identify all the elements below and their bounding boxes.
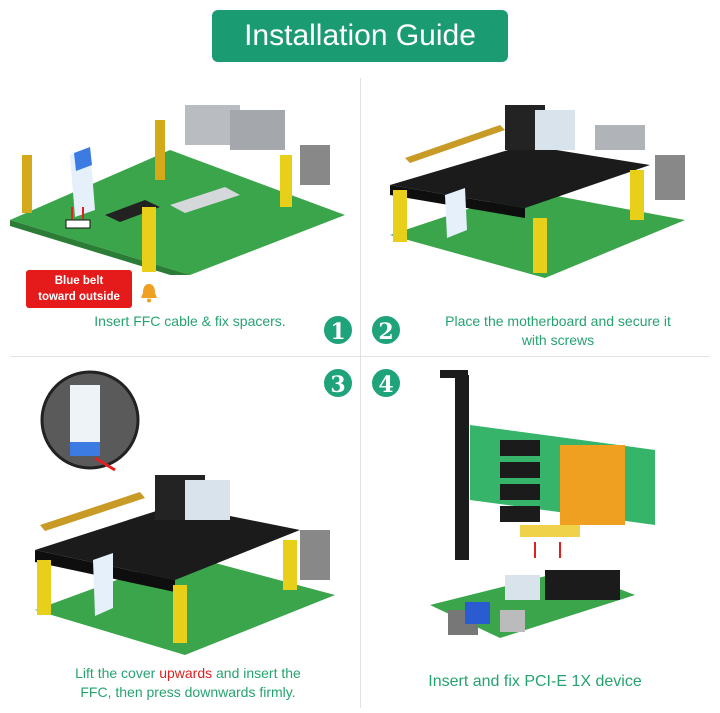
step-2-caption-line-2: with screws: [521, 332, 595, 348]
step-2-caption-line-1: Place the motherboard and secure it: [445, 313, 671, 329]
step-3-caption-line-1: Lift the cover upwards and insert the: [38, 664, 338, 683]
step-3-badge: 3: [322, 367, 354, 399]
step-3-illustration: [35, 370, 335, 655]
step-3-caption-part-a: Lift the cover: [75, 665, 160, 681]
horizontal-divider: [10, 356, 710, 357]
step-2-illustration: [390, 105, 685, 278]
step-3-caption: Lift the cover upwards and insert the FF…: [38, 664, 338, 702]
step-4-illustration: [430, 370, 655, 638]
step-1-badge: 1: [322, 314, 354, 346]
step-2-caption: Place the motherboard and secure it with…: [428, 312, 688, 350]
warning-line-2: toward outside: [38, 291, 120, 303]
step-3-caption-part-b: and insert the: [212, 665, 301, 681]
step-2-badge: 2: [370, 314, 402, 346]
warning-line-1: Blue belt: [54, 275, 104, 287]
step-4-caption: Insert and fix PCI-E 1X device: [428, 673, 642, 690]
step-1-illustration: [10, 105, 345, 275]
step-3-caption-highlight: upwards: [159, 665, 213, 681]
step-4-badge: 4: [370, 367, 402, 399]
warning-tag: Blue belt toward outside: [26, 270, 132, 308]
step-1-caption: Insert FFC cable & fix spacers.: [94, 313, 286, 329]
vertical-divider: [360, 78, 361, 708]
bell-icon: [141, 284, 157, 303]
page-title: Installation Guide: [212, 10, 508, 62]
step-3-caption-line-2: FFC, then press downwards firmly.: [80, 684, 296, 700]
